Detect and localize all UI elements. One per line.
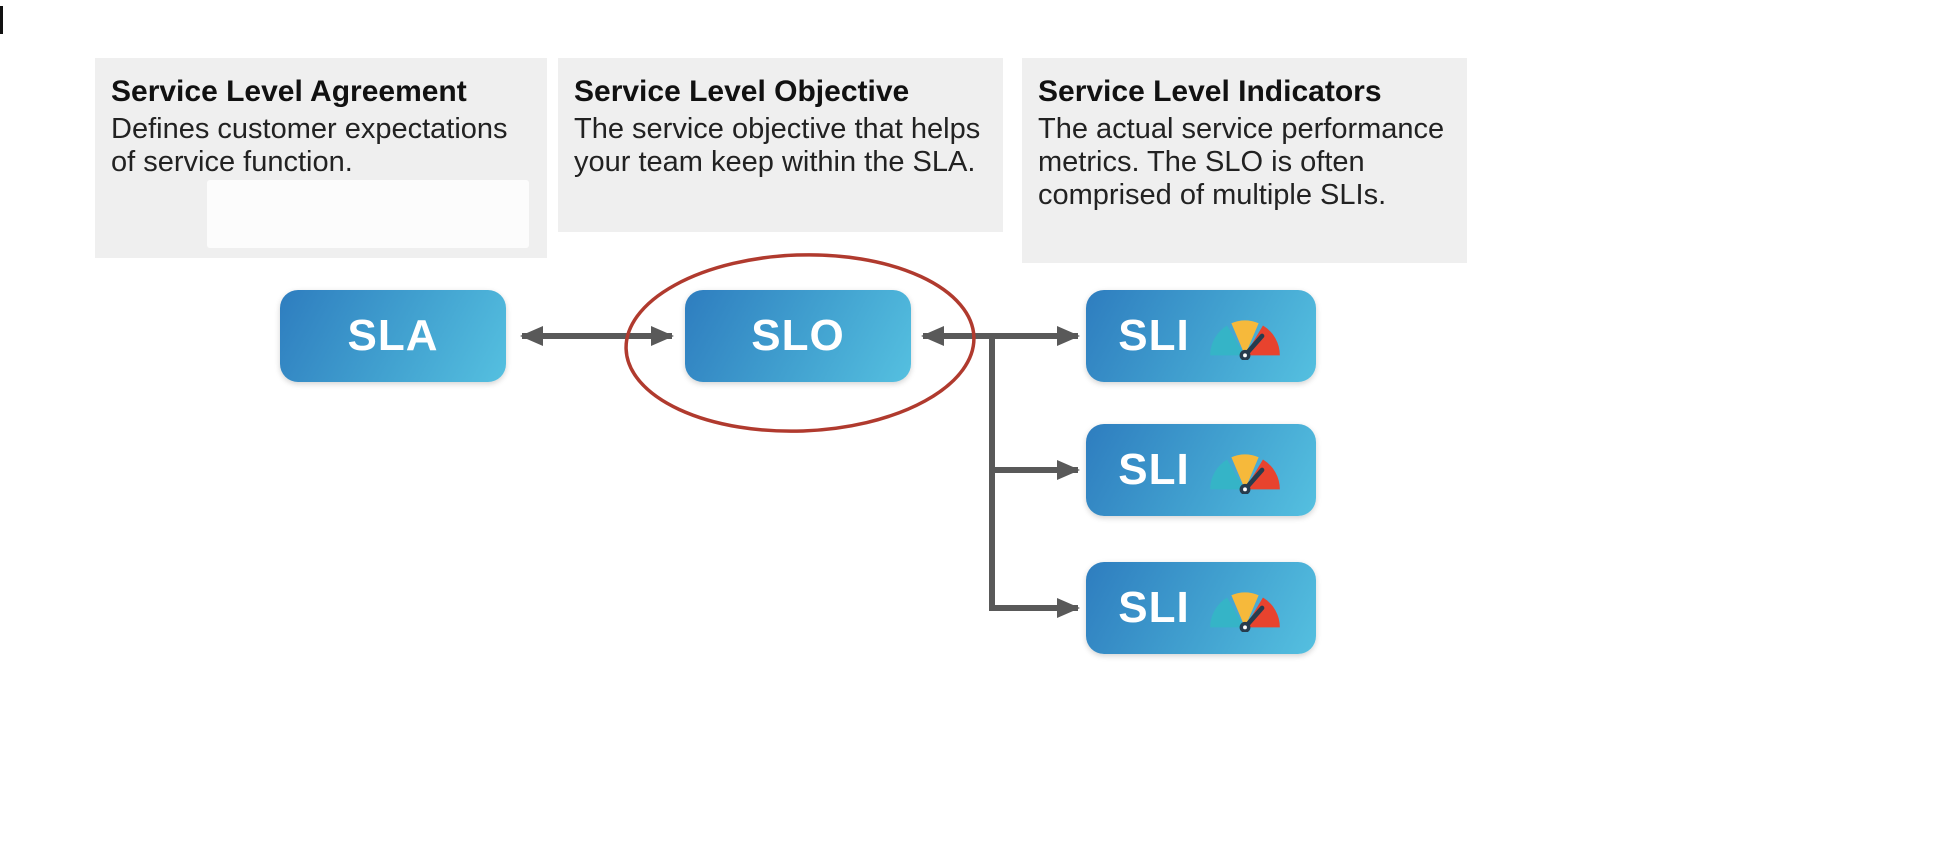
description-sli-body: The actual service performance metrics. …: [1038, 112, 1445, 211]
node-sli-3: SLI: [1086, 562, 1316, 654]
gauge-icon: [1209, 592, 1280, 632]
gauge-segment-mid: [1231, 592, 1259, 628]
description-slo-title: Service Level Objective: [574, 75, 910, 108]
description-sla: Service Level Agreement Defines customer…: [95, 58, 547, 258]
node-slo-label: SLO: [751, 311, 845, 360]
node-sli-2: SLI: [1086, 424, 1316, 516]
gauge-segment-mid: [1231, 320, 1259, 356]
node-sli-2-label: SLI: [1118, 445, 1190, 494]
node-slo: SLO: [685, 290, 911, 382]
description-slo: Service Level Objective The service obje…: [558, 58, 1003, 232]
description-sli: Service Level Indicators The actual serv…: [1022, 58, 1467, 263]
gauge-hub-dot: [1242, 625, 1247, 630]
gauge-segment-low: [1209, 597, 1245, 628]
gauge-icon: [1209, 454, 1280, 494]
gauge-icon: [1209, 320, 1280, 360]
node-sla: SLA: [280, 290, 506, 382]
node-sla-label: SLA: [347, 311, 439, 360]
description-sla-title: Service Level Agreement: [111, 75, 467, 108]
gauge-hub-dot: [1242, 487, 1247, 492]
node-sli-1: SLI: [1086, 290, 1316, 382]
gauge-segment-low: [1209, 325, 1245, 356]
node-sli-1-label: SLI: [1118, 311, 1190, 360]
node-sli-3-label: SLI: [1118, 583, 1190, 632]
redacted-text-area: [207, 180, 529, 248]
description-sla-body: Defines customer expectations of service…: [111, 112, 508, 178]
gauge-segment-low: [1209, 459, 1245, 490]
description-sli-title: Service Level Indicators: [1038, 75, 1382, 108]
gauge-hub-dot: [1242, 353, 1247, 358]
edge-artifact: [0, 6, 3, 34]
gauge-segment-mid: [1231, 454, 1259, 490]
description-slo-body: The service objective that helps your te…: [574, 112, 981, 178]
